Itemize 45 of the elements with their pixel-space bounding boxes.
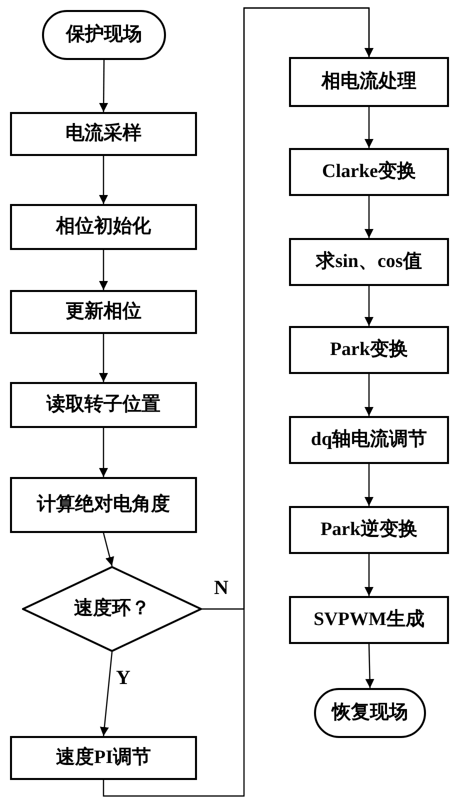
arrow: [364, 464, 374, 506]
arrow: [102, 532, 114, 566]
process-box: [10, 382, 197, 428]
node-text: 相电流处理: [322, 70, 416, 94]
node-text: 相位初始化: [56, 215, 151, 239]
arrow: [99, 156, 108, 204]
arrow: [99, 334, 108, 382]
node-text: 恢复现场: [332, 701, 408, 725]
arrow: [99, 60, 108, 112]
node-text: 速度环？: [74, 597, 150, 621]
node-text: Park逆变换: [320, 518, 418, 542]
arrow: [102, 7, 374, 797]
node-text: 读取转子位置: [46, 393, 160, 417]
node-text: Clarke变换: [322, 160, 416, 184]
process-box: [10, 112, 197, 156]
node-text: 电流采样: [66, 122, 142, 146]
process-box: [10, 204, 197, 250]
node-text: 保护现场: [66, 23, 142, 47]
arrow: [365, 644, 374, 688]
arrow: [364, 196, 374, 238]
node-text: 更新相位: [66, 300, 142, 324]
node-text: SVPWM生成: [314, 608, 424, 632]
node-text: Park变换: [330, 338, 408, 362]
arrow: [100, 652, 113, 736]
node-text: 速度PI调节: [56, 746, 151, 770]
process-box: [289, 506, 449, 554]
arrow: [364, 107, 374, 148]
process-box: [289, 596, 449, 644]
arrow: [364, 286, 374, 326]
node-text: 求sin、cos值: [316, 250, 422, 274]
arrow: [99, 428, 108, 477]
process-box: [289, 238, 449, 286]
arrow: [99, 250, 108, 290]
node-text: 计算绝对电角度: [37, 493, 170, 517]
arrow: [364, 554, 374, 596]
process-box: [289, 57, 449, 107]
arrow: [364, 374, 374, 416]
process-box: [289, 416, 449, 464]
decision-diamond: [22, 566, 202, 652]
node-text: dq轴电流调节: [310, 428, 428, 452]
process-box: [289, 148, 449, 196]
process-box: [289, 326, 449, 374]
process-box: [10, 736, 197, 780]
process-box: [10, 290, 197, 334]
process-box: [10, 477, 197, 533]
